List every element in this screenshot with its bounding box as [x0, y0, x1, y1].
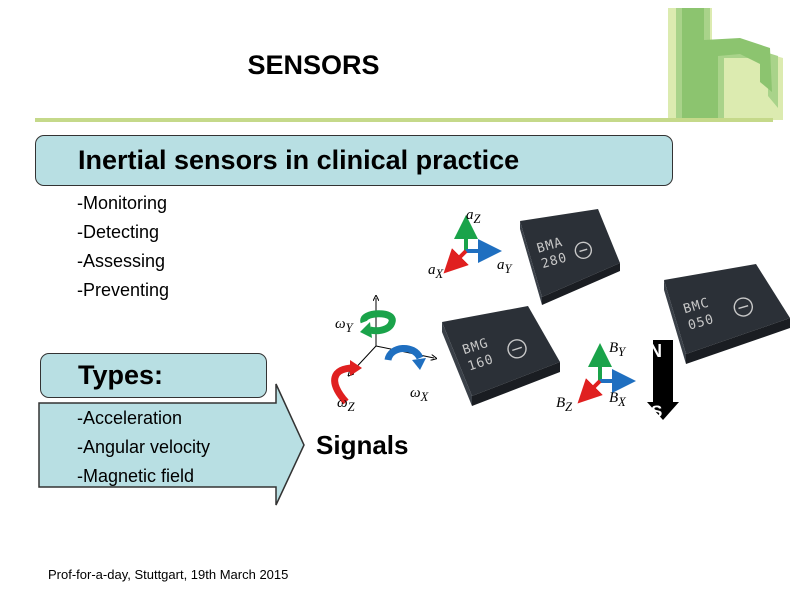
gyro-x-label: ωX	[410, 385, 429, 404]
signals-label: Signals	[316, 430, 409, 460]
footer-text: Prof-for-a-day, Stuttgart, 19th March 20…	[48, 567, 289, 582]
gyroscope-chip: BMG 160	[442, 306, 560, 406]
mag-x-label: BX	[609, 390, 626, 409]
chip-text-line: 050	[686, 312, 716, 334]
university-logo	[668, 8, 783, 120]
chip-text-line: BMC	[682, 296, 712, 318]
list-item: -Detecting	[77, 222, 160, 242]
section-heading-box	[35, 135, 673, 186]
uses-list: -Monitoring -Detecting -Assessing -Preve…	[77, 189, 169, 305]
chip-text-line: 280	[540, 250, 570, 272]
types-list: -Acceleration -Angular velocity -Magneti…	[77, 404, 210, 491]
list-item: -Acceleration	[77, 408, 183, 428]
gyro-z-label: ωZ	[337, 395, 355, 414]
accelerometer-chip: BMA 280	[520, 209, 620, 305]
magnetometer-axes-diagram	[577, 343, 636, 404]
north-label: N	[649, 341, 662, 361]
list-item: -Assessing	[77, 251, 166, 271]
list-item: -Angular velocity	[77, 437, 211, 457]
types-arrow	[38, 383, 305, 506]
list-item: -Magnetic field	[77, 466, 195, 486]
accel-y-label: aY	[497, 257, 512, 276]
accelerometer-axes-diagram	[443, 215, 502, 274]
section-heading: Inertial sensors in clinical practice	[78, 145, 520, 175]
south-label: S	[651, 402, 663, 421]
mag-z-label: BZ	[556, 395, 573, 414]
gyroscope-axes-diagram	[331, 290, 450, 405]
title-divider	[35, 118, 773, 122]
accel-z-label: aZ	[466, 207, 481, 226]
gyro-y-label: ωY	[335, 316, 353, 335]
list-item: -Preventing	[77, 280, 170, 300]
chip-text-line: BMA	[535, 235, 565, 257]
types-heading-box	[40, 353, 267, 398]
accel-x-label: aX	[428, 262, 444, 281]
mag-y-label: BY	[609, 340, 626, 359]
types-heading: Types:	[78, 360, 164, 390]
list-item: -Monitoring	[77, 193, 168, 213]
magnetometer-chip: BMC 050	[664, 264, 790, 364]
compass-arrow	[647, 340, 679, 420]
slide-title: SENSORS	[247, 50, 380, 80]
